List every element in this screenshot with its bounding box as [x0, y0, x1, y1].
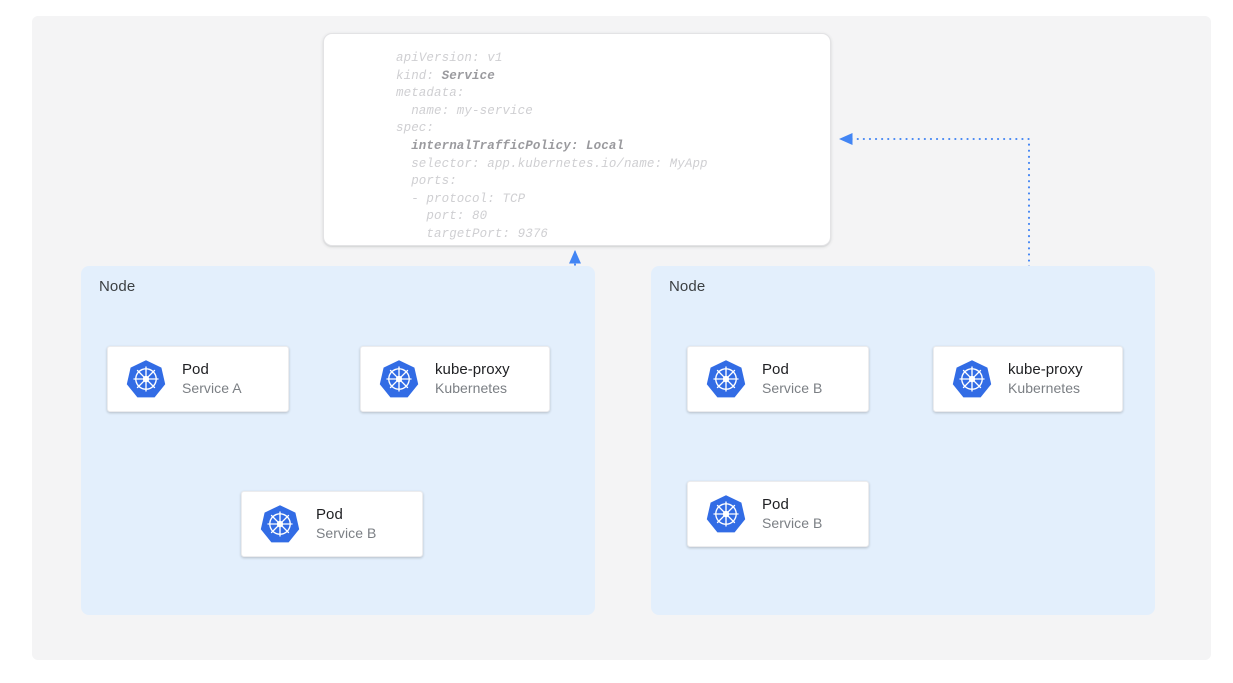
card-text: Pod Service B: [762, 360, 822, 398]
card-kube-proxy-right[interactable]: kube-proxy Kubernetes: [933, 346, 1123, 412]
card-pod-service-a[interactable]: Pod Service A: [107, 346, 289, 412]
kubernetes-icon: [952, 360, 992, 398]
card-text: kube-proxy Kubernetes: [435, 360, 510, 398]
card-text: Pod Service A: [182, 360, 242, 398]
card-text: Pod Service B: [316, 505, 376, 543]
card-subtitle: Service A: [182, 380, 242, 396]
kubernetes-icon: [706, 360, 746, 398]
node-right: Node: [651, 266, 1155, 615]
card-title: Pod: [762, 496, 789, 513]
kubernetes-icon: [260, 505, 300, 543]
kubernetes-icon: [379, 360, 419, 398]
card-pod-service-b-right-lower[interactable]: Pod Service B: [687, 481, 869, 547]
kubernetes-icon: [706, 495, 746, 533]
card-subtitle: Service B: [762, 380, 823, 396]
card-subtitle: Kubernetes: [435, 380, 508, 396]
node-left: Node: [81, 266, 595, 615]
card-pod-service-b-right-upper[interactable]: Pod Service B: [687, 346, 869, 412]
card-title: Pod: [762, 361, 789, 378]
card-text: kube-proxy Kubernetes: [1008, 360, 1083, 398]
card-title: Pod: [182, 361, 209, 378]
node-left-label: Node: [99, 278, 136, 295]
card-title: Pod: [316, 506, 343, 523]
kubernetes-icon: [126, 360, 166, 398]
node-right-label: Node: [669, 278, 706, 295]
service-yaml-card: apiVersion: v1 kind: Service metadata: n…: [323, 33, 831, 246]
card-subtitle: Service B: [316, 525, 377, 541]
card-kube-proxy-left[interactable]: kube-proxy Kubernetes: [360, 346, 550, 412]
card-title: kube-proxy: [435, 361, 510, 378]
card-pod-service-b-left[interactable]: Pod Service B: [241, 491, 423, 557]
card-subtitle: Kubernetes: [1008, 380, 1081, 396]
card-title: kube-proxy: [1008, 361, 1083, 378]
service-yaml-code: apiVersion: v1 kind: Service metadata: n…: [396, 51, 708, 241]
card-text: Pod Service B: [762, 495, 822, 533]
card-subtitle: Service B: [762, 515, 823, 531]
